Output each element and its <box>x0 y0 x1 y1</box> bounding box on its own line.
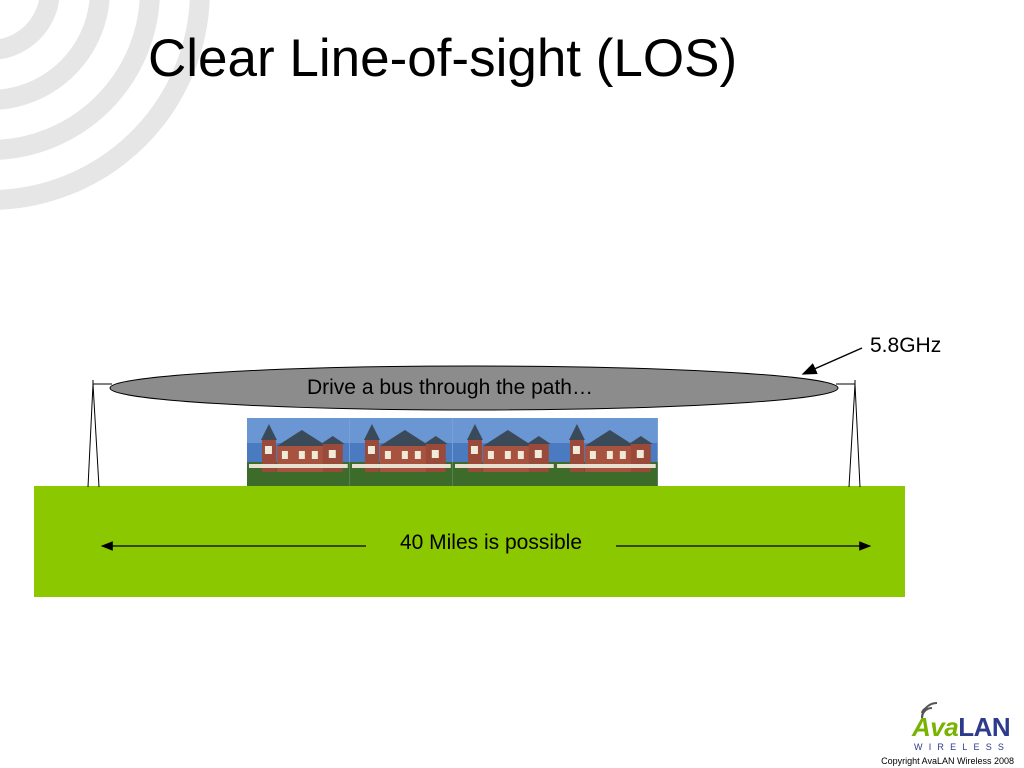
wifi-signal-icon <box>921 702 938 719</box>
frequency-pointer-arrow <box>801 347 863 375</box>
houses-row <box>247 418 658 486</box>
logo-subtitle: WIRELESS <box>914 742 1011 752</box>
distance-label: 40 Miles is possible <box>366 531 616 555</box>
house-image <box>452 418 556 486</box>
logo-lan: LAN <box>958 712 1011 742</box>
house-image <box>247 418 350 486</box>
left-tower <box>87 380 112 488</box>
frequency-label: 5.8GHz <box>870 334 942 357</box>
fresnel-zone-ellipse <box>109 365 839 411</box>
copyright-text: Copyright AvaLAN Wireless 2008 <box>881 756 1014 766</box>
right-tower <box>836 380 861 488</box>
ellipse-label: Drive a bus through the path… <box>306 376 593 399</box>
house-image <box>349 418 453 486</box>
page-title: Clear Line-of-sight (LOS) <box>148 29 738 88</box>
company-logo: AvaLAN <box>912 712 1011 743</box>
house-image <box>555 418 658 486</box>
logo-ava: Ava <box>912 712 959 742</box>
